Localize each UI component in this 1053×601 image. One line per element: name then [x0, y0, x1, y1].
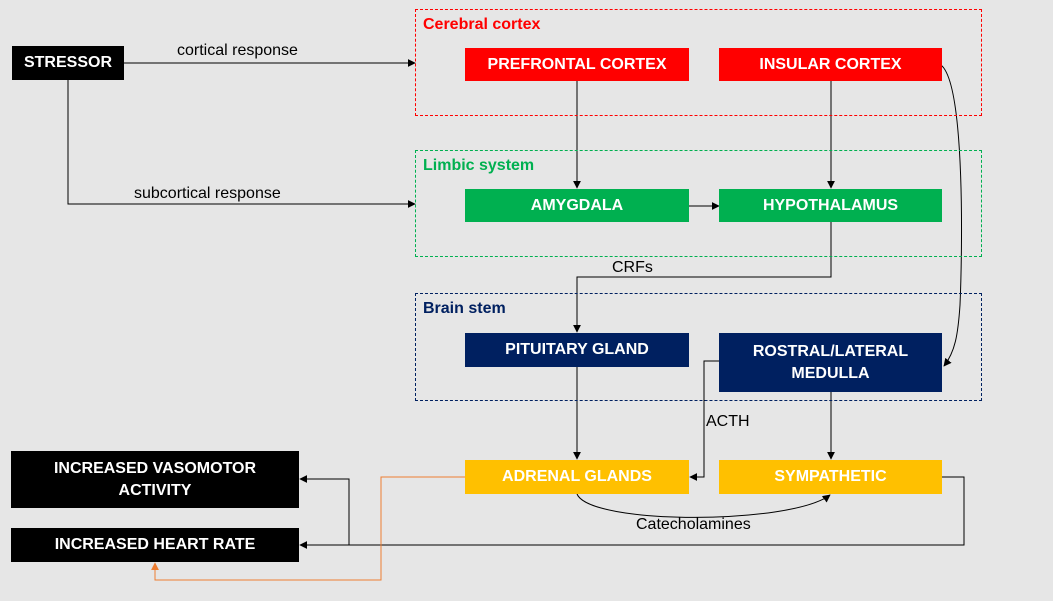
- arrow-medulla-to-adrenal: [689, 360, 719, 481]
- cortical-response-label: cortical response: [177, 42, 298, 59]
- brain-stem-group: Brain stem: [415, 293, 982, 401]
- prefrontal-cortex-node: PREFRONTAL CORTEX: [465, 48, 689, 81]
- catecholamines-label: Catecholamines: [636, 516, 751, 533]
- limbic-system-group: Limbic system: [415, 150, 982, 257]
- increased-vasomotor-activity-node: INCREASED VASOMOTOR ACTIVITY: [11, 451, 299, 508]
- stressor-node: STRESSOR: [12, 46, 124, 80]
- acth-label: ACTH: [706, 413, 750, 430]
- brain-stem-title: Brain stem: [423, 300, 506, 317]
- arrow-catecholamines: [576, 493, 831, 518]
- arrow-insular-to-medulla: [940, 64, 963, 367]
- arrow-hypothalamus-to-pituitary: [573, 222, 832, 333]
- amygdala-node: AMYGDALA: [465, 189, 689, 222]
- arrow-stressor-to-limbic: [67, 80, 416, 208]
- rostral-lateral-medulla-node: ROSTRAL/LATERAL MEDULLA: [719, 333, 942, 392]
- insular-cortex-node: INSULAR CORTEX: [719, 48, 942, 81]
- sympathetic-node: SYMPATHETIC: [719, 460, 942, 494]
- hypothalamus-node: HYPOTHALAMUS: [719, 189, 942, 222]
- arrow-to-vasomotor: [299, 475, 350, 545]
- subcortical-response-label: subcortical response: [134, 185, 281, 202]
- cerebral-cortex-group: Cerebral cortex: [415, 9, 982, 116]
- cerebral-cortex-title: Cerebral cortex: [423, 16, 541, 33]
- pituitary-gland-node: PITUITARY GLAND: [465, 333, 689, 367]
- arrow-adrenal-to-heart-rate: [151, 476, 465, 581]
- limbic-system-title: Limbic system: [423, 157, 535, 174]
- crfs-label: CRFs: [612, 259, 653, 276]
- adrenal-glands-node: ADRENAL GLANDS: [465, 460, 689, 494]
- arrow-sympathetic-to-heart-rate: [299, 476, 965, 549]
- increased-heart-rate-node: INCREASED HEART RATE: [11, 528, 299, 562]
